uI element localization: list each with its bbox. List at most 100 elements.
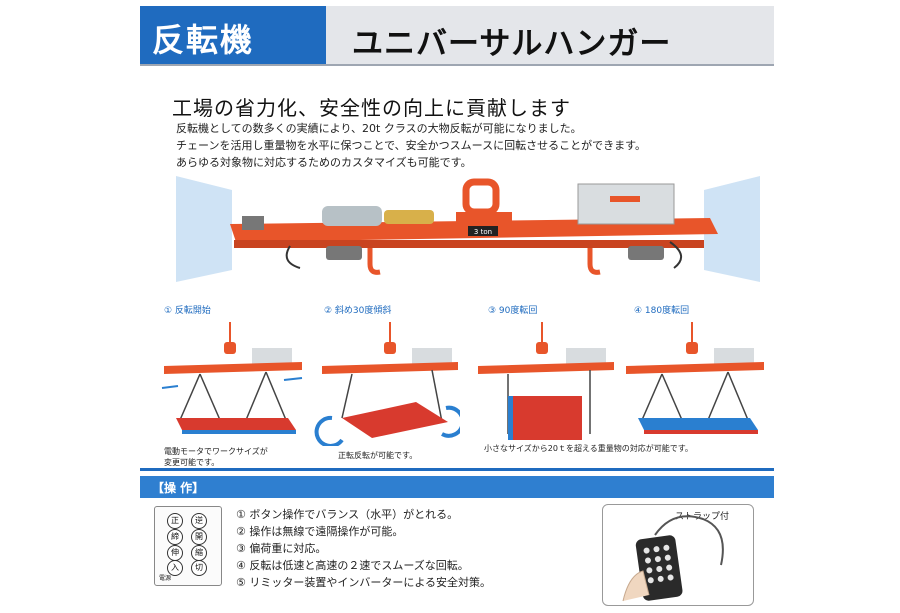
remote-button-close: 締 (167, 529, 183, 545)
chain (265, 371, 287, 421)
left-hook (367, 248, 381, 275)
beam (478, 362, 614, 374)
chain (199, 373, 221, 421)
intro-text: 反転機としての数多くの実績により、20t クラスの大物反転が可能になりました。 … (176, 120, 646, 171)
operation-item: ③ 偏荷重に対応。 (236, 542, 327, 555)
rotate-ccw-icon (314, 415, 344, 446)
step-1-illustration (161, 322, 303, 434)
remote-control-illustration (622, 515, 724, 602)
work-plate (638, 418, 758, 430)
operation-bar: 【操 作】 (140, 476, 774, 498)
operation-list: ① ボタン操作でバランス（水平）がとれる。 ② 操作は無線で遠隔操作が可能。 ③… (236, 506, 491, 591)
chain (285, 245, 301, 269)
step-4-illustration (626, 322, 764, 434)
chain (341, 373, 353, 419)
reverse-note: 正転反転が可能です。 (338, 451, 418, 460)
remote-control-photo: ストラップ付 (602, 504, 754, 606)
hoist-hook (384, 342, 396, 354)
control-box (566, 348, 606, 366)
control-box (577, 183, 675, 225)
headline: 工場の省力化、安全性の向上に貢献します (172, 96, 571, 120)
motor-unit (322, 206, 382, 226)
work-plate-side (182, 430, 296, 434)
hand-icon (622, 570, 650, 602)
rotate-cw-icon (441, 405, 460, 438)
control-box (412, 348, 452, 366)
remote-button-panel: 正 逆 締 開 伸 縮 入 切 電源 (154, 506, 222, 586)
hanger-machine-illustration: 3 ton (176, 176, 760, 282)
step-3-illustration (478, 322, 614, 440)
catalog-page: 反転機 ユニバーサルハンガー 工場の省力化、安全性の向上に貢献します 反転機とし… (140, 6, 774, 606)
step-label-1: ① 反転開始 (164, 306, 211, 316)
operation-title: 【操 作】 (152, 481, 205, 495)
operation-item: ⑤ リミッター装置やインバーターによる安全対策。 (236, 576, 492, 589)
operation-item: ① ボタン操作でバランス（水平）がとれる。 (236, 508, 459, 521)
control-box (714, 348, 754, 366)
right-hook (587, 248, 601, 275)
remote-caption: 電源 (159, 575, 172, 582)
remote-button-extend: 伸 (167, 545, 183, 561)
chain (669, 241, 682, 269)
left-backdrop-panel (176, 176, 232, 282)
right-drive (628, 246, 664, 260)
header-band: 反転機 ユニバーサルハンガー (140, 6, 774, 64)
left-drive (326, 246, 362, 260)
beam (322, 362, 458, 374)
capacity-label: 3 ton (474, 228, 492, 236)
motor-note-line: 変更可能です。 (164, 458, 220, 467)
arrow-right-icon (283, 377, 303, 381)
motor-note-line: 電動モータでワークサイズが (164, 447, 268, 456)
work-plate (342, 402, 448, 438)
hoist-hook (224, 342, 236, 354)
hoist-hook (686, 342, 698, 354)
work-plate (176, 418, 296, 430)
operation-item: ② 操作は無線で遠隔操作が可能。 (236, 525, 404, 538)
chain (245, 371, 267, 421)
work-plate-side (508, 396, 513, 440)
lower-beam (234, 240, 704, 248)
intro-line: あらゆる対象物に対応するためのカスタマイズも可能です。 (176, 156, 472, 169)
remote-button-reverse: 逆 (191, 513, 207, 529)
chain (661, 373, 683, 421)
product-title: ユニバーサルハンガー (352, 26, 672, 62)
hoist-hook (536, 342, 548, 354)
control-box-label (610, 196, 640, 202)
category-badge: 反転機 (140, 6, 326, 64)
section-divider (140, 468, 774, 471)
step-label-3: ③ 90度転回 (488, 306, 538, 316)
arrow-left-icon (161, 385, 179, 389)
motor-note: 電動モータでワークサイズが 変更可能です。 (164, 446, 268, 468)
chain (707, 371, 729, 421)
chain (179, 373, 201, 421)
header-rule (140, 64, 774, 66)
remote-keys (643, 544, 674, 584)
step-2-illustration (314, 322, 460, 446)
remote-button-forward: 正 (167, 513, 183, 529)
strap-icon (654, 515, 724, 566)
right-backdrop-panel (704, 176, 760, 282)
chain (431, 369, 443, 423)
chain (727, 371, 749, 421)
remote-button-off: 切 (191, 560, 207, 576)
control-box (252, 348, 292, 366)
range-note: 小さなサイズから20ｔを超える重量物の対応が可能です。 (484, 444, 693, 453)
lifting-eye (462, 178, 500, 216)
intro-line: 反転機としての数多くの実績により、20t クラスの大物反転が可能になりました。 (176, 122, 582, 135)
remote-button-open: 開 (191, 529, 207, 545)
remote-button-retract: 縮 (191, 545, 207, 561)
step-label-2: ② 斜め30度傾斜 (324, 306, 392, 316)
beam (164, 362, 302, 374)
operation-item: ④ 反転は低速と高速の２速でスムーズな回転。 (236, 559, 469, 572)
left-motor (242, 216, 264, 230)
gear-shaft (384, 210, 434, 224)
capacity-plate (468, 226, 498, 236)
work-plate-side (644, 430, 758, 434)
category-title: 反転機 (152, 21, 255, 59)
step-label-4: ④ 180度転回 (634, 306, 690, 316)
intro-line: チェーンを活用し重量物を水平に保つことで、安全かつスムースに回転させることができ… (176, 139, 647, 152)
remote-button-on: 入 (167, 560, 183, 576)
strap-label: ストラップ付 (675, 512, 730, 522)
chain (641, 373, 663, 421)
work-plate (512, 396, 582, 440)
beam (626, 362, 764, 374)
